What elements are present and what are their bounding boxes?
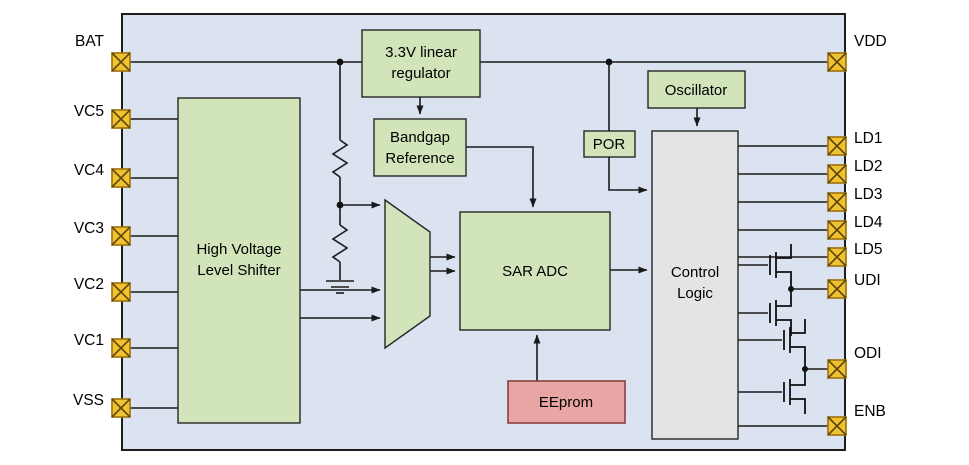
block-sar-adc: SAR ADC bbox=[459, 211, 611, 331]
pin-label-ld4: LD4 bbox=[854, 214, 883, 231]
pin-ld3 bbox=[827, 192, 847, 212]
block-regulator: 3.3V linear regulator bbox=[361, 29, 481, 98]
pin-ld5 bbox=[827, 247, 847, 267]
pin-label-bat: BAT bbox=[75, 33, 105, 50]
pin-label-enb: ENB bbox=[854, 403, 886, 420]
pin-label-vss: VSS bbox=[73, 392, 104, 409]
pin-ld1 bbox=[827, 136, 847, 156]
mosfet-udi-bottom bbox=[769, 289, 792, 336]
pin-label-ld5: LD5 bbox=[854, 241, 882, 258]
oscillator-box bbox=[647, 70, 746, 109]
junction-dots bbox=[336, 58, 808, 372]
voltage-divider bbox=[326, 62, 354, 294]
pin-ld4 bbox=[827, 220, 847, 240]
regulator-box bbox=[361, 29, 481, 98]
sar-adc-box bbox=[459, 211, 611, 331]
mosfet-odi-top bbox=[783, 319, 806, 369]
pin-ld2 bbox=[827, 164, 847, 184]
regulator-label-line2: regulator bbox=[391, 65, 450, 82]
pin-vc4 bbox=[111, 168, 131, 188]
pin-label-ld1: LD1 bbox=[854, 130, 882, 147]
block-oscillator: Oscillator bbox=[647, 70, 746, 109]
regulator-label-line1: 3.3V linear bbox=[385, 44, 457, 61]
pin-bat bbox=[111, 52, 131, 72]
junction-dot bbox=[802, 366, 808, 372]
block-bandgap: Bandgap Reference bbox=[373, 118, 467, 177]
pin-labels: BAT VC5 VC4 VC3 VC2 VC1 VSS VDD LD1 LD2 … bbox=[73, 33, 887, 420]
pin-vc1 bbox=[111, 338, 131, 358]
pin-label-vc4: VC4 bbox=[74, 162, 105, 179]
sar-adc-label: SAR ADC bbox=[502, 263, 568, 280]
pin-odi bbox=[827, 359, 847, 379]
ground-icon bbox=[326, 280, 354, 294]
wire-bandgap-to-adc bbox=[466, 146, 537, 208]
junction-dot bbox=[788, 286, 794, 292]
eeprom-box bbox=[507, 380, 626, 424]
pin-udi bbox=[827, 279, 847, 299]
level-shifter-label-line2: Level Shifter bbox=[197, 262, 280, 279]
pin-label-ld3: LD3 bbox=[854, 186, 882, 203]
pin-label-vc5: VC5 bbox=[74, 103, 104, 120]
pin-label-vc3: VC3 bbox=[74, 220, 104, 237]
level-shifter-label-line1: High Voltage bbox=[196, 241, 281, 258]
block-level-shifter: High Voltage Level Shifter bbox=[177, 97, 301, 424]
block-por: POR bbox=[583, 130, 636, 158]
pin-vdd bbox=[827, 52, 847, 72]
bandgap-box bbox=[373, 118, 467, 177]
pin-label-vdd: VDD bbox=[854, 33, 887, 50]
pin-label-vc1: VC1 bbox=[74, 332, 104, 349]
por-label: POR bbox=[593, 136, 626, 153]
mosfet-odi-bottom bbox=[783, 369, 806, 414]
pin-vc2 bbox=[111, 282, 131, 302]
pin-label-odi: ODI bbox=[854, 345, 882, 362]
wire-por-to-control bbox=[608, 157, 648, 194]
block-control-logic: Control Logic bbox=[651, 130, 739, 440]
control-logic-box bbox=[651, 130, 739, 440]
pin-vc5 bbox=[111, 109, 131, 129]
mosfet-udi-top bbox=[769, 244, 792, 289]
resistor-top bbox=[331, 139, 349, 178]
junction-dot bbox=[336, 201, 344, 209]
pin-vc3 bbox=[111, 226, 131, 246]
wires bbox=[130, 61, 828, 427]
por-box bbox=[583, 130, 636, 158]
pin-label-udi: UDI bbox=[854, 272, 881, 289]
control-logic-label-line1: Control bbox=[671, 264, 719, 281]
bandgap-label-line2: Reference bbox=[385, 150, 454, 167]
level-shifter-box bbox=[177, 97, 301, 424]
resistor-bottom bbox=[331, 224, 349, 263]
pin-label-vc2: VC2 bbox=[74, 276, 104, 293]
junction-dot bbox=[605, 58, 613, 66]
control-logic-label-line2: Logic bbox=[677, 285, 713, 302]
oscillator-label: Oscillator bbox=[665, 82, 728, 99]
junction-dot bbox=[336, 58, 344, 66]
mux bbox=[384, 198, 431, 350]
pin-enb bbox=[827, 416, 847, 436]
bandgap-label-line1: Bandgap bbox=[390, 129, 450, 146]
block-eeprom: EEprom bbox=[507, 380, 626, 424]
pin-label-ld2: LD2 bbox=[854, 158, 882, 175]
eeprom-label: EEprom bbox=[539, 394, 593, 411]
pin-vss bbox=[111, 398, 131, 418]
